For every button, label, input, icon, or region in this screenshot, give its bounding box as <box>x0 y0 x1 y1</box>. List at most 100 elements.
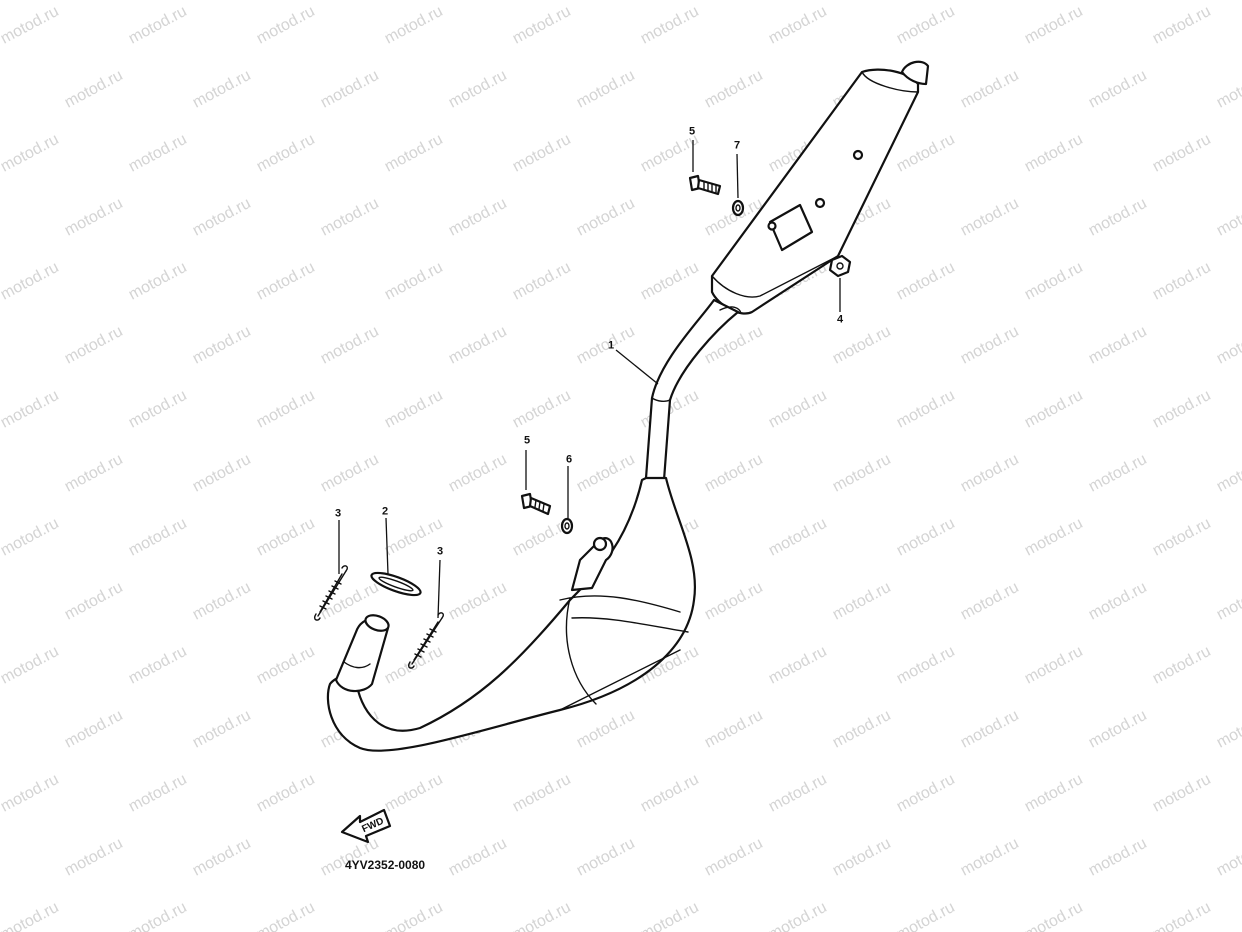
watermark-text: motod.ru <box>574 195 638 240</box>
watermark-text: motod.ru <box>510 3 574 48</box>
watermark-text: motod.ru <box>1086 195 1150 240</box>
watermark-text: motod.ru <box>510 387 574 432</box>
watermark-text: motod.ru <box>830 579 894 624</box>
watermark-text: motod.ru <box>830 451 894 496</box>
callout-5-lower: 5 <box>523 434 531 447</box>
watermark-text: motod.ru <box>446 195 510 240</box>
watermark-text: motod.ru <box>126 387 190 432</box>
watermark-text: motod.ru <box>254 259 318 304</box>
watermark-text: motod.ru <box>958 451 1022 496</box>
watermark-text: motod.ru <box>510 899 574 932</box>
callout-1: 1 <box>607 339 615 352</box>
watermark-text: motod.ru <box>1150 131 1214 176</box>
watermark-text: motod.ru <box>958 835 1022 880</box>
callout-3-right: 3 <box>436 545 444 558</box>
watermark-text: motod.ru <box>638 899 702 932</box>
watermark-text: motod.ru <box>510 131 574 176</box>
watermark-text: motod.ru <box>1022 3 1086 48</box>
callout-2: 2 <box>381 505 389 518</box>
watermark-text: motod.ru <box>1214 579 1242 624</box>
watermark-text: motod.ru <box>62 195 126 240</box>
watermark-text: motod.ru <box>126 643 190 688</box>
watermark-text: motod.ru <box>830 707 894 752</box>
watermark-text: motod.ru <box>702 451 766 496</box>
watermark-text: motod.ru <box>1022 259 1086 304</box>
watermark-text: motod.ru <box>894 899 958 932</box>
watermark-text: motod.ru <box>190 579 254 624</box>
watermark-text: motod.ru <box>638 259 702 304</box>
watermark-text: motod.ru <box>1214 707 1242 752</box>
watermark-text: motod.ru <box>702 67 766 112</box>
watermark-text: motod.ru <box>894 771 958 816</box>
watermark-text: motod.ru <box>446 579 510 624</box>
watermark-text: motod.ru <box>1086 323 1150 368</box>
watermark-text: motod.ru <box>510 771 574 816</box>
watermark-text: motod.ru <box>1150 3 1214 48</box>
watermark-text: motod.ru <box>318 67 382 112</box>
watermark-text: motod.ru <box>702 579 766 624</box>
watermark-text: motod.ru <box>254 131 318 176</box>
watermark-text: motod.ru <box>254 515 318 560</box>
watermark-text: motod.ru <box>958 195 1022 240</box>
spring-right <box>407 612 445 669</box>
watermark-text: motod.ru <box>766 643 830 688</box>
watermark-text: motod.ru <box>894 3 958 48</box>
watermark-text: motod.ru <box>638 3 702 48</box>
watermark-text: motod.ru <box>830 835 894 880</box>
watermark-text: motod.ru <box>766 515 830 560</box>
watermark-text: motod.ru <box>318 451 382 496</box>
watermark-text: motod.ru <box>446 451 510 496</box>
silencer-can <box>710 60 930 315</box>
watermark-text: motod.ru <box>62 451 126 496</box>
watermark-text: motod.ru <box>574 67 638 112</box>
watermark-text: motod.ru <box>894 515 958 560</box>
watermark-text: motod.ru <box>574 707 638 752</box>
callout-5-upper: 5 <box>688 125 696 138</box>
callout-7: 7 <box>733 139 741 152</box>
watermark-text: motod.ru <box>1086 579 1150 624</box>
watermark-text: motod.ru <box>126 515 190 560</box>
watermark-text: motod.ru <box>894 259 958 304</box>
watermark-text: motod.ru <box>1086 707 1150 752</box>
watermark-text: motod.ru <box>0 515 62 560</box>
watermark-text: motod.ru <box>638 771 702 816</box>
watermark-text: motod.ru <box>62 323 126 368</box>
watermark-text: motod.ru <box>62 707 126 752</box>
callout-6: 6 <box>565 453 573 466</box>
watermark-text: motod.ru <box>702 707 766 752</box>
watermark-text: motod.ru <box>766 387 830 432</box>
watermark-text: motod.ru <box>0 131 62 176</box>
watermark-text: motod.ru <box>1086 67 1150 112</box>
watermark-text: motod.ru <box>958 579 1022 624</box>
inlet-stub <box>334 614 390 693</box>
watermark-text: motod.ru <box>766 899 830 932</box>
watermark-text: motod.ru <box>1150 771 1214 816</box>
leader-lines <box>338 140 841 619</box>
watermark-text: motod.ru <box>1086 451 1150 496</box>
watermark-text: motod.ru <box>254 3 318 48</box>
watermark-text: motod.ru <box>1150 259 1214 304</box>
watermark-text: motod.ru <box>1214 835 1242 880</box>
watermark-text: motod.ru <box>1214 323 1242 368</box>
watermark-text: motod.ru <box>190 835 254 880</box>
watermark-text: motod.ru <box>0 259 62 304</box>
watermark-text: motod.ru <box>254 643 318 688</box>
watermark-text: motod.ru <box>382 3 446 48</box>
watermark-text: motod.ru <box>318 323 382 368</box>
callout-4: 4 <box>836 313 844 326</box>
watermark-text: motod.ru <box>1086 835 1150 880</box>
watermark-text: motod.ru <box>958 323 1022 368</box>
watermark-text: motod.ru <box>1150 643 1214 688</box>
watermark-text: motod.ru <box>958 707 1022 752</box>
watermark-text: motod.ru <box>382 259 446 304</box>
watermark-text: motod.ru <box>958 67 1022 112</box>
spring-left <box>313 565 349 621</box>
watermark-text: motod.ru <box>894 643 958 688</box>
watermark-text: motod.ru <box>382 131 446 176</box>
watermark-text: motod.ru <box>894 131 958 176</box>
watermark-text: motod.ru <box>62 835 126 880</box>
watermark-text: motod.ru <box>0 899 62 932</box>
bolt-upper <box>688 174 722 196</box>
